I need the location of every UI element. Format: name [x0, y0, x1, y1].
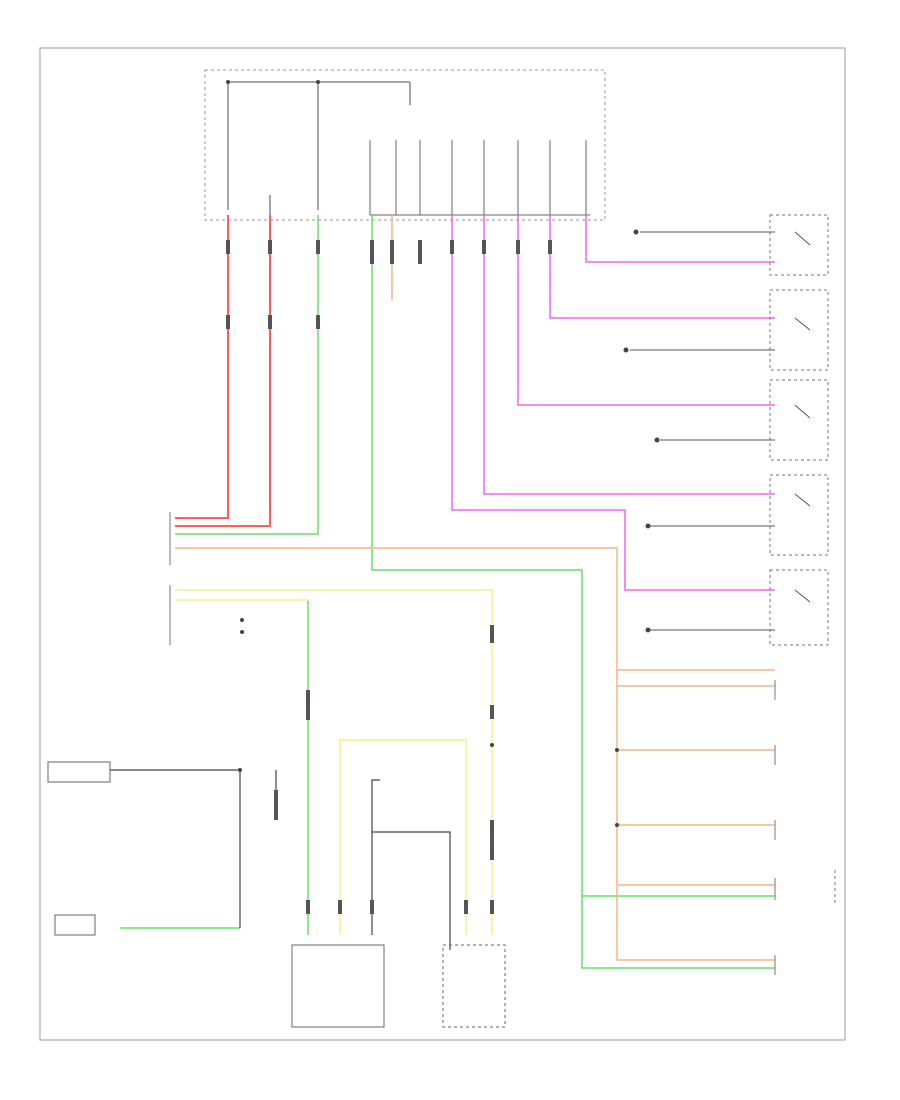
- orange-wires: [175, 215, 775, 961]
- connector-right: [442, 944, 506, 1028]
- fuse-terminals: [369, 140, 590, 216]
- dark-wires: [110, 769, 451, 950]
- diagram-frame: [39, 47, 846, 1041]
- lock-motor-stubs: [774, 680, 836, 975]
- fuse-bus: [227, 81, 411, 215]
- junction-dots: [226, 80, 660, 827]
- door-lock-module: [291, 944, 385, 1028]
- fuse-box-outline: [204, 69, 606, 221]
- magenta-wires: [451, 215, 775, 591]
- ground-box: [54, 914, 96, 936]
- green-wires: [120, 215, 775, 969]
- wire-labels: [226, 240, 552, 914]
- yellow-wires: [175, 589, 493, 935]
- connector-left: [47, 761, 111, 783]
- door-switches: [630, 214, 829, 646]
- red-wires: [175, 215, 271, 527]
